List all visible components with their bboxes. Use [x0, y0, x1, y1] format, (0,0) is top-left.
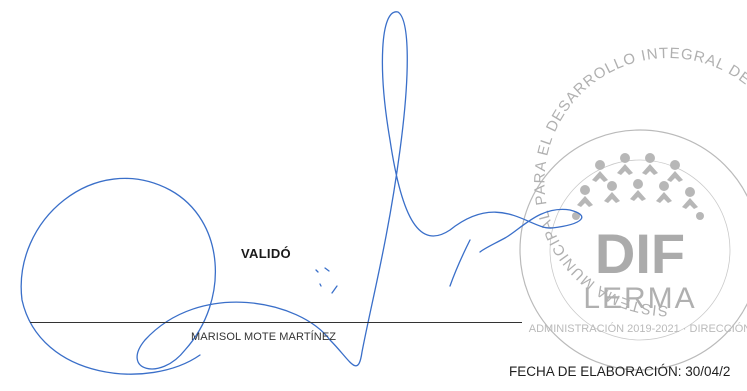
seal-inner-text: ADMINISTRACIÓN 2019-2021 · DIRECCIÓN	[529, 322, 747, 335]
institutional-seal: SISTEMA MUNICIPAL PARA EL DESARROLLO INT…	[519, 45, 747, 371]
seal-logo-main: DIF	[595, 222, 685, 285]
seal-emblem-figures	[572, 153, 704, 220]
seal-logo-sub: LERMA	[583, 282, 696, 315]
signature-line	[30, 322, 522, 323]
handwritten-signature	[20, 11, 583, 375]
elaboration-date: FECHA DE ELABORACIÓN: 30/04/2	[509, 364, 731, 379]
validated-label: VALIDÓ	[241, 246, 291, 261]
signer-name: MARISOL MOTE MARTÍNEZ	[191, 331, 337, 343]
